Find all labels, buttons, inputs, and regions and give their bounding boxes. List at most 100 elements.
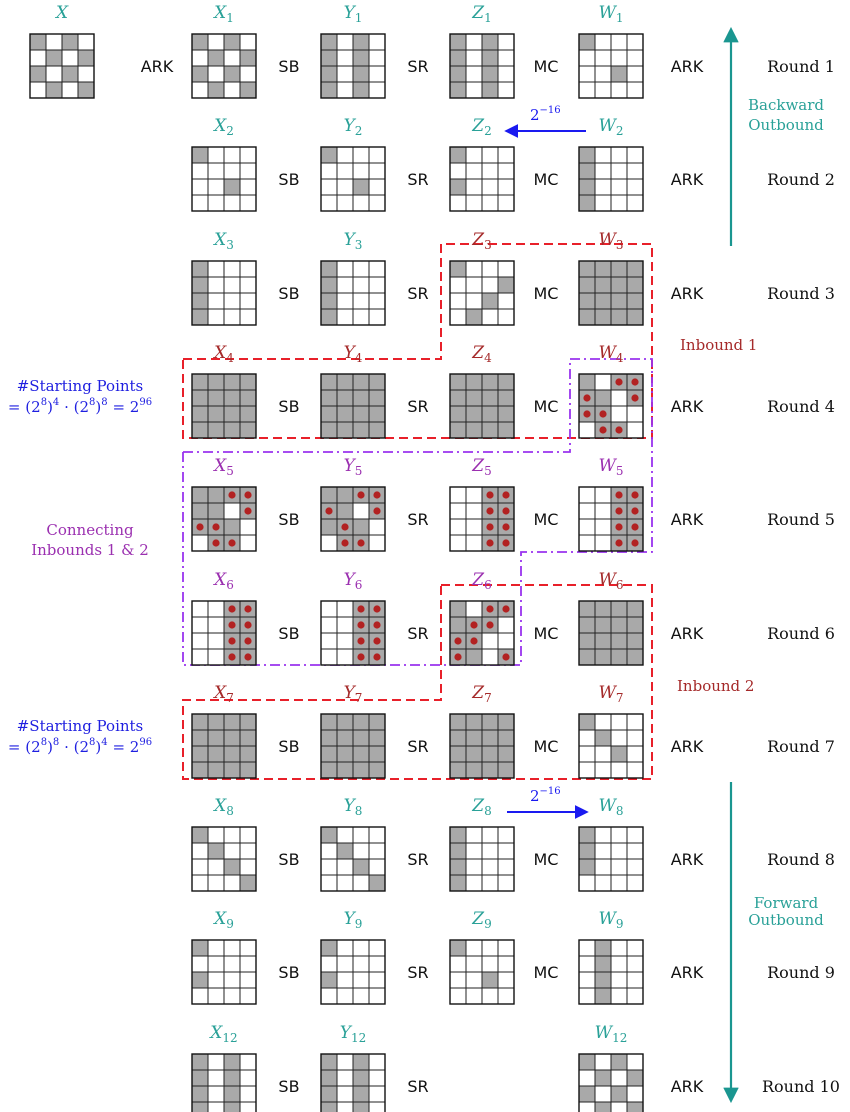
active-dot — [615, 523, 623, 531]
grid-cell — [465, 194, 483, 212]
grid-cell — [465, 308, 483, 326]
active-dot — [244, 507, 252, 515]
grid-cell — [352, 745, 370, 763]
grid-cell — [320, 33, 338, 51]
grid-cell — [368, 971, 386, 989]
grid-cell — [239, 874, 257, 892]
grid-cell — [610, 1053, 628, 1071]
grid-cell — [594, 534, 612, 552]
grid-cell — [594, 1101, 612, 1112]
active-dot — [357, 605, 365, 613]
grid-cell — [497, 842, 515, 860]
grid-cell — [336, 1053, 354, 1071]
active-dot — [196, 523, 204, 531]
grid-cell — [481, 729, 499, 747]
grid-cell — [578, 33, 596, 51]
grid-border — [578, 373, 644, 439]
starting-points-title-2: #Starting Points — [17, 717, 144, 735]
grid-border — [191, 939, 257, 1005]
op-mc-round-9: MC — [534, 963, 559, 982]
grid-cell — [320, 308, 338, 326]
side-labels: Backward Outbound Forward Outbound Inbou… — [8, 96, 824, 929]
grid-cell — [465, 49, 483, 67]
grid-cell — [610, 600, 628, 618]
grid-cell — [223, 1053, 241, 1071]
grid-cell — [239, 729, 257, 747]
grid-cell — [465, 858, 483, 876]
grid-cell — [191, 65, 209, 83]
grid-cell — [449, 486, 467, 504]
starting-points-formula-1: = (28)4 · (28)8 = 296 — [8, 397, 152, 416]
grid-cell — [578, 1085, 596, 1103]
grid-cell — [449, 146, 467, 164]
grid-cell — [223, 81, 241, 99]
grid-cell — [578, 1069, 596, 1087]
state-label-z9: Z9 — [471, 909, 491, 931]
grid-cell — [481, 65, 499, 83]
grid-cell — [594, 600, 612, 618]
grid-cell — [320, 632, 338, 650]
grid-z4 — [449, 373, 515, 439]
active-dot — [373, 507, 381, 515]
grid-cell — [594, 939, 612, 957]
grid-cell — [336, 761, 354, 779]
grid-cell — [610, 194, 628, 212]
inbound-1-label: Inbound 1 — [680, 336, 757, 354]
grid-cell — [594, 632, 612, 650]
active-dot — [373, 637, 381, 645]
state-label-x12: X12 — [208, 1023, 237, 1045]
grid-y2 — [320, 146, 386, 212]
grid-cell — [610, 389, 628, 407]
state-label-w6: W6 — [598, 570, 623, 592]
grid-cell — [465, 486, 483, 504]
grid-cell — [223, 276, 241, 294]
grid-cell — [336, 826, 354, 844]
op-sr-round-3: SR — [407, 284, 428, 303]
grid-cell — [578, 81, 596, 99]
grid-cell — [610, 65, 628, 83]
grid-cell — [594, 729, 612, 747]
grid-cell — [320, 1069, 338, 1087]
grid-cell — [578, 194, 596, 212]
grid-cell — [610, 858, 628, 876]
grid-y9 — [320, 939, 386, 1005]
grid-cell — [207, 1085, 225, 1103]
grid-cell — [352, 518, 370, 536]
grid-y6 — [320, 600, 386, 666]
grid-cell — [578, 955, 596, 973]
op-sr-round-7: SR — [407, 737, 428, 756]
grid-cell — [497, 276, 515, 294]
grid-cell — [239, 65, 257, 83]
grid-cell — [320, 162, 338, 180]
state-label-x4: X4 — [212, 343, 234, 365]
grid-cell — [578, 373, 596, 391]
state-label-y3: Y3 — [344, 230, 363, 252]
grid-cell — [449, 616, 467, 634]
state-label-w1: W1 — [598, 3, 623, 25]
grid-border — [191, 373, 257, 439]
grid-cell — [610, 1085, 628, 1103]
grid-cell — [626, 33, 644, 51]
op-sb-round-6: SB — [278, 624, 299, 643]
grid-cell — [594, 518, 612, 536]
grid-cell — [610, 955, 628, 973]
grid-cell — [368, 162, 386, 180]
grid-cell — [481, 276, 499, 294]
grid-cell — [449, 65, 467, 83]
grid-cell — [352, 49, 370, 67]
grid-y4 — [320, 373, 386, 439]
grid-cell — [610, 729, 628, 747]
grid-cell — [497, 65, 515, 83]
grid-cell — [352, 178, 370, 196]
grid-cell — [352, 1053, 370, 1071]
grid-cell — [449, 858, 467, 876]
grid-cell — [497, 33, 515, 51]
grid-cell — [191, 600, 209, 618]
grid-border — [449, 486, 515, 552]
grid-cell — [449, 955, 467, 973]
round-label-7: Round 7 — [767, 737, 835, 756]
grid-cell — [207, 939, 225, 957]
active-dot — [486, 507, 494, 515]
grid-border — [578, 1053, 644, 1112]
grid-cell — [465, 939, 483, 957]
